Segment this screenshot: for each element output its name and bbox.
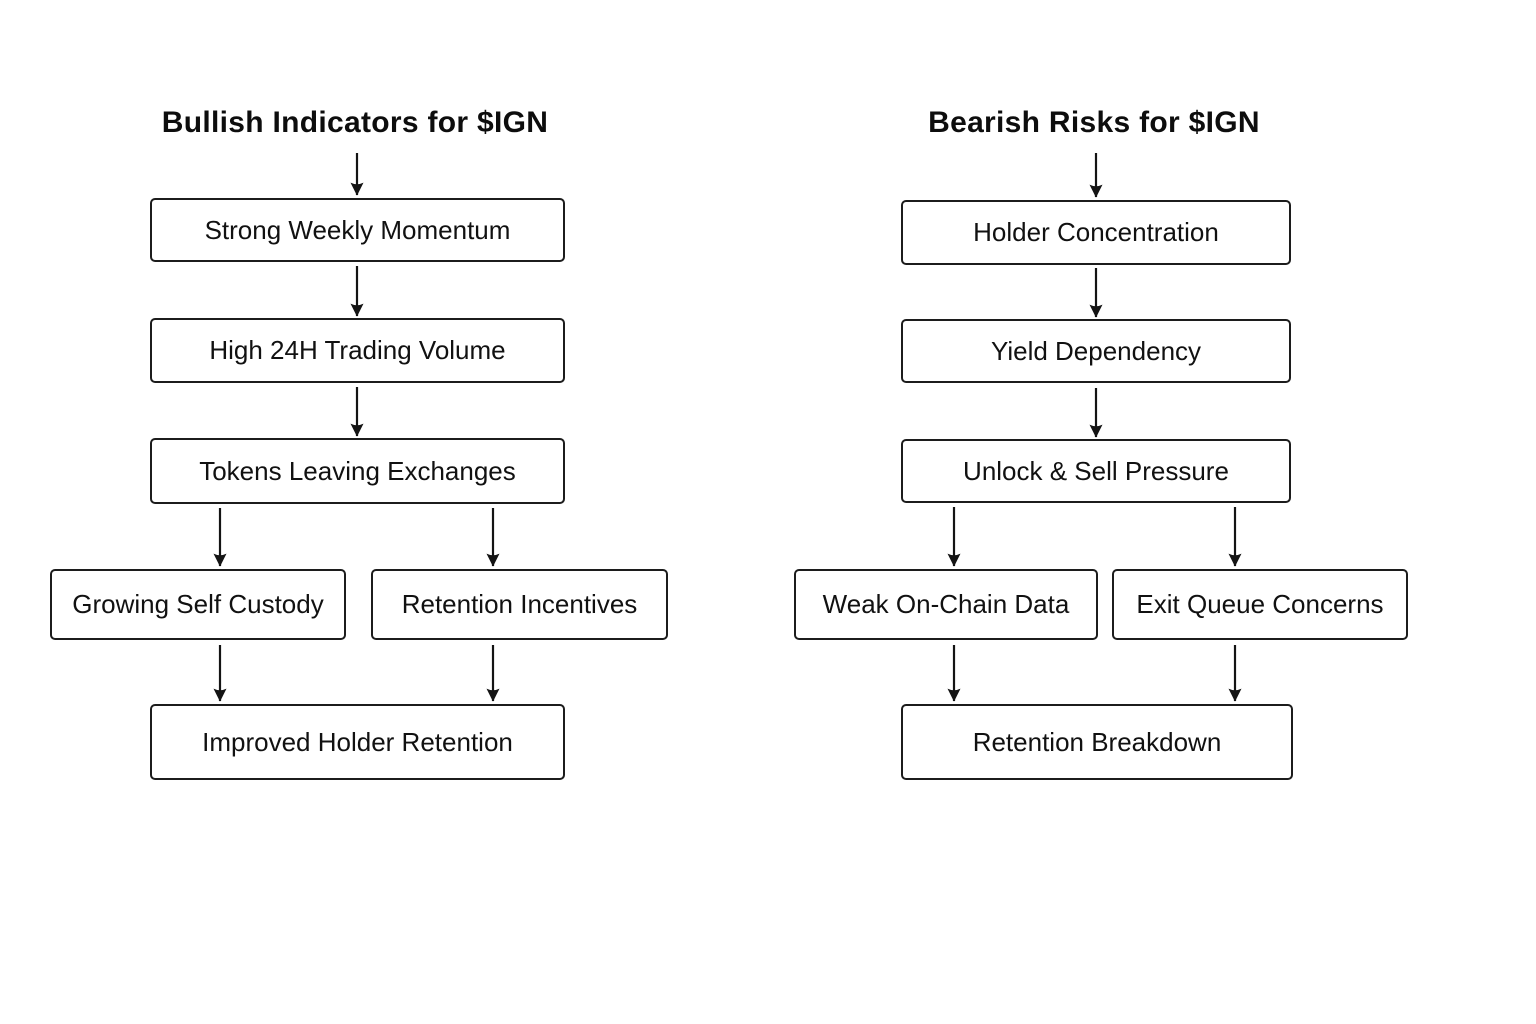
node-exit-queue-concerns: Exit Queue Concerns bbox=[1112, 569, 1408, 640]
bullish-title: Bullish Indicators for $IGN bbox=[161, 106, 549, 139]
node-improved-holder-retention: Improved Holder Retention bbox=[150, 704, 565, 780]
node-unlock-sell-pressure: Unlock & Sell Pressure bbox=[901, 439, 1291, 503]
node-strong-weekly-momentum: Strong Weekly Momentum bbox=[150, 198, 565, 262]
node-yield-dependency: Yield Dependency bbox=[901, 319, 1291, 383]
node-weak-on-chain-data: Weak On-Chain Data bbox=[794, 569, 1098, 640]
bearish-title: Bearish Risks for $IGN bbox=[928, 106, 1260, 139]
node-holder-concentration: Holder Concentration bbox=[901, 200, 1291, 265]
node-growing-self-custody: Growing Self Custody bbox=[50, 569, 346, 640]
node-tokens-leaving-exchanges: Tokens Leaving Exchanges bbox=[150, 438, 565, 504]
node-retention-incentives: Retention Incentives bbox=[371, 569, 668, 640]
node-high-24h-trading-volume: High 24H Trading Volume bbox=[150, 318, 565, 383]
node-retention-breakdown: Retention Breakdown bbox=[901, 704, 1293, 780]
